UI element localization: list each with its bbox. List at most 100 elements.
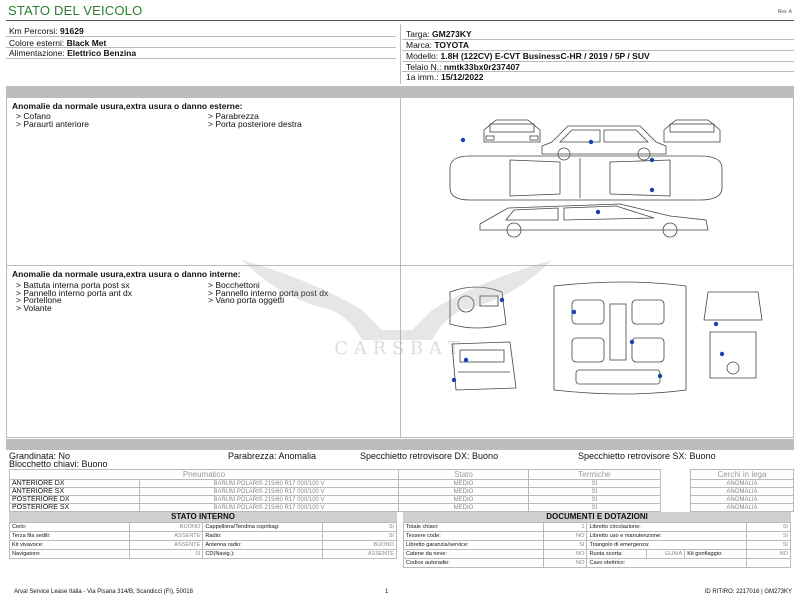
list-item: > Paraurti anteriore [16, 118, 89, 129]
vehicle-field-colore: Colore esterni: Black Met [9, 38, 107, 48]
header-stato: Stato [398, 469, 529, 480]
list-item: > Portellone [16, 295, 62, 305]
interior-car-diagram [449, 281, 763, 395]
table-row: POSTERIORE SX BARUM POLARIS 215/60 R17 0… [9, 503, 661, 512]
list-item: > Vano porta oggetti [208, 295, 285, 305]
note-parabrezza: Parabrezza: Anomalia [228, 451, 317, 461]
damage-marker [463, 357, 469, 363]
table-row: ANOMALIA [690, 487, 794, 496]
note-specchietto-dx: Specchietto retrovisore DX: Buono [360, 451, 499, 461]
interior-anomalies-col2: > Bocchettoni > Pannello interno porta p… [208, 280, 329, 305]
section-bar [6, 439, 794, 450]
car-top-view [449, 155, 723, 201]
title-divider [6, 20, 794, 21]
damage-marker [460, 137, 466, 143]
exterior-anomalies-title: Anomalie da normale usura,extra usura o … [12, 101, 243, 111]
list-item: > Porta posteriore destra [208, 118, 302, 129]
exterior-car-diagram [449, 119, 723, 238]
vehicle-field-modello: Modello: 1.8H (122CV) E-CVT BusinessC-HR… [406, 51, 650, 61]
table-row: Libretto garanzia/service: SI Triangolo … [403, 540, 791, 550]
list-item: > Parabrezza [208, 111, 259, 121]
table-row: POSTERIORE DX BARUM POLARIS 215/60 R17 0… [9, 495, 661, 504]
damage-marker [571, 309, 577, 315]
row-divider [6, 47, 396, 48]
exterior-anomalies-col1: > Cofano > Paraurti anteriore [16, 111, 89, 129]
list-item: > Bocchettoni [208, 280, 260, 290]
revision-label: Rev. A [777, 9, 792, 15]
note-grandinata: Grandinata: No [9, 451, 71, 461]
row-divider [6, 58, 396, 59]
row-divider [6, 36, 396, 37]
damage-marker [595, 209, 601, 215]
damage-marker [588, 139, 594, 145]
vehicle-field-targa: Targa: GM273KY [406, 29, 472, 39]
row-divider [402, 71, 794, 72]
row-divider [402, 61, 794, 62]
vehicle-field-marca: Marca: TOYOTA [406, 40, 469, 50]
table-row: Cielo: BUONO Cappelliera/Tendina copriba… [9, 522, 397, 532]
table-row: Catene da neve: NO Ruota scorta: GUAIA K… [403, 549, 791, 559]
section-bar [6, 86, 794, 97]
table-row: Tessere code: NO Libretto uso e manutenz… [403, 531, 791, 541]
stato-interno-table: Cielo: BUONO Cappelliera/Tendina copriba… [9, 522, 397, 559]
interior-anomalies-col1: > Battuta interna porta post sx > Pannel… [16, 280, 133, 313]
note-blocchetto: Blocchetto chiavi: Buono [9, 459, 108, 469]
list-item: > Pannello interno porta ant dx [16, 287, 133, 298]
exterior-anomalies-col2: > Parabrezza > Porta posteriore destra [208, 111, 302, 129]
car-rear-view [663, 119, 721, 143]
vehicle-field-telaio: Telaio N.: nmtk33bx0r237407 [406, 62, 520, 72]
cabin-top-view [553, 281, 687, 395]
table-row: ANTERIORE DX BARUM POLARIS 215/60 R17 00… [9, 479, 661, 488]
panel-divider [400, 97, 401, 438]
tyre-table: Pneumatico Stato Termiche ANTERIORE DX B… [9, 469, 661, 512]
note-specchietto-sx: Specchietto retrovisore SX: Buono [578, 451, 716, 461]
damage-marker [629, 339, 635, 345]
stato-interno-title: STATO INTERNO [9, 512, 397, 522]
damage-marker [719, 351, 725, 357]
documenti-title: DOCUMENTI E DOTAZIONI [403, 512, 791, 522]
carsbat-watermark-logo: C A R S B A T [242, 260, 552, 359]
table-row: Navigatore: SI CD(Navig.): ASSENTE [9, 549, 397, 559]
damage-marker [499, 297, 505, 303]
table-row: ANOMALIA [690, 495, 794, 504]
watermark-text: C A R S B A T [334, 338, 459, 359]
table-row: ANTERIORE SX BARUM POLARIS 215/60 R17 00… [9, 487, 661, 496]
table-row: ANOMALIA [690, 479, 794, 488]
header-cerchi: Cerchi in lega [690, 469, 794, 480]
footer-id-ritiro: ID RITIRO: 2217016 | GM273KY [704, 589, 792, 595]
row-divider [402, 50, 794, 51]
table-row: Kit vivavoce: ASSENTE Antenna radio: BUO… [9, 540, 397, 550]
document-title: STATO DEL VEICOLO [8, 3, 143, 18]
damage-marker [451, 377, 457, 383]
list-item: > Cofano [16, 111, 51, 121]
header-termiche: Termiche [528, 469, 661, 480]
table-header-row: Pneumatico Stato Termiche [9, 469, 661, 480]
list-item: > Volante [16, 302, 52, 313]
list-item: > Battuta interna porta post sx [16, 280, 130, 290]
row-divider [402, 39, 794, 40]
car-side-view-left [479, 203, 709, 238]
cerchi-table: Cerchi in lega ANOMALIA ANOMALIA ANOMALI… [690, 469, 794, 512]
vehicle-field-km: Km Percorsi: 91629 [9, 26, 84, 36]
damage-marker [713, 321, 719, 327]
car-side-view-right [541, 125, 667, 161]
dashboard-view [449, 286, 507, 329]
table-row: Terza fila sedili: ASSENTE Radio: SI [9, 531, 397, 541]
trunk-view [703, 291, 763, 379]
vehicle-field-immatricolazione: 1a imm.: 15/12/2022 [406, 72, 484, 82]
panel-divider [6, 265, 794, 266]
damage-marker [649, 157, 655, 163]
footer-company: Arval Service Lease Italia - Via Pisana … [14, 589, 193, 595]
table-row: ANOMALIA [690, 503, 794, 512]
header-pneumatico: Pneumatico [9, 469, 399, 480]
door-panel-view [451, 341, 517, 391]
damage-marker [657, 373, 663, 379]
table-row: Totale chiavi: 1 Libretto circolazione: … [403, 522, 791, 532]
list-item: > Pannello interno porta post dx [208, 287, 329, 298]
footer-page-number: 1 [385, 589, 389, 595]
table-row: Codice autoradio: NO Cavo elettrico: [403, 558, 791, 568]
interior-anomalies-title: Anomalie da normale usura,extra usura o … [12, 269, 241, 279]
damage-marker [649, 187, 655, 193]
car-front-view [483, 119, 541, 143]
vehicle-field-alimentazione: Alimentazione: Elettrico Benzina [9, 48, 137, 58]
